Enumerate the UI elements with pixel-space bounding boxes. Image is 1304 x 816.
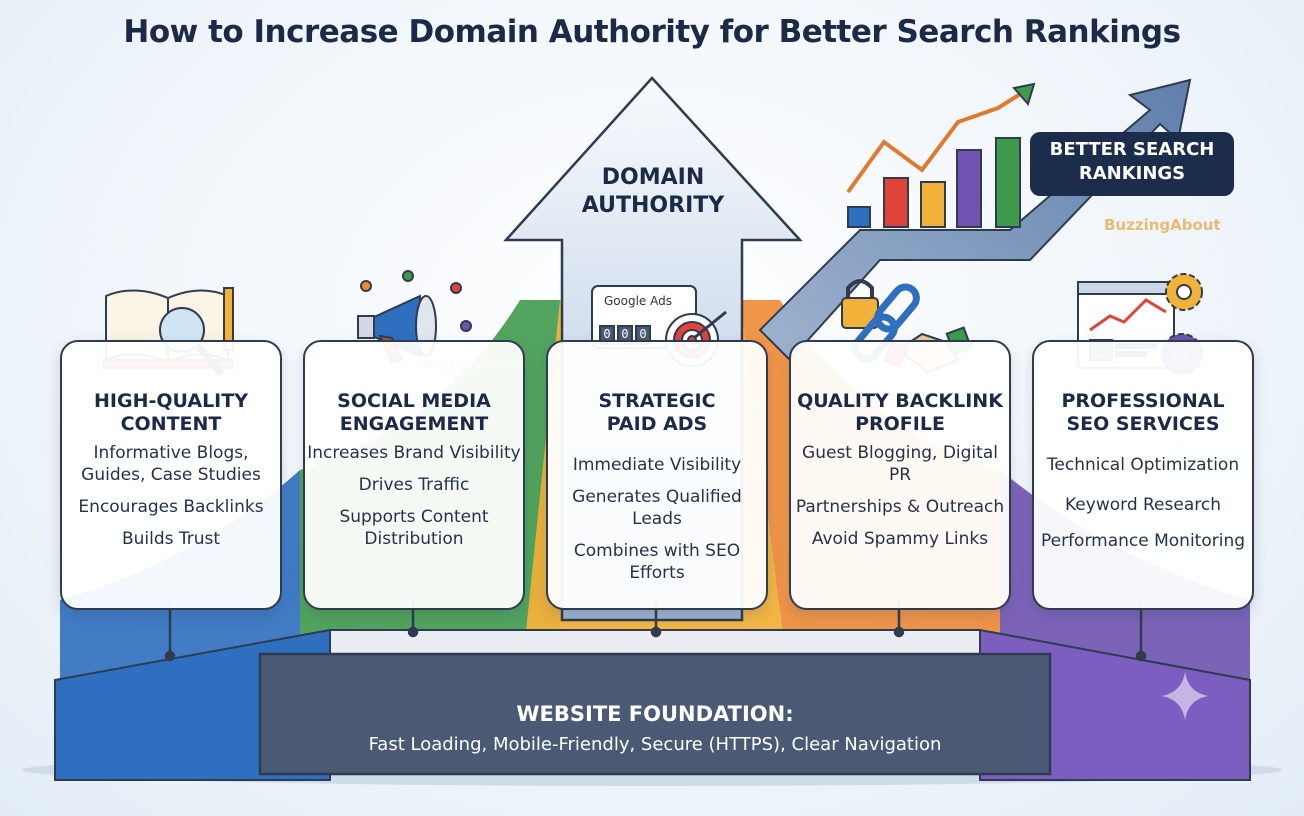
badge-line2: RANKINGS [1078, 163, 1186, 184]
card-item: Partnerships & Outreach [795, 497, 1005, 517]
card-item: Increases Brand Visibility [307, 443, 521, 463]
better-search-rankings-badge: BETTER SEARCH RANKINGS [1030, 132, 1234, 196]
card-title-line1: STRATEGIC [598, 390, 716, 412]
card-item: Guest Blogging, Digital PR [802, 443, 998, 485]
counter-digit: 0 [639, 327, 647, 341]
card-professional-seo-services: PROFESSIONAL SEO SERVICES Technical Opti… [1032, 340, 1254, 610]
card-title-line1: HIGH-QUALITY [94, 390, 248, 412]
card-item: Avoid Spammy Links [811, 529, 989, 549]
counter-digit: 0 [621, 327, 629, 341]
watermark-logo: BuzzingAbout [1104, 216, 1221, 234]
foundation-front [258, 652, 1052, 776]
card-title: HIGH-QUALITY CONTENT [62, 390, 280, 436]
card-title-line2: CONTENT [120, 413, 222, 435]
card-title-line1: PROFESSIONAL [1061, 390, 1225, 412]
foundation-title: WEBSITE FOUNDATION: [516, 702, 794, 726]
card-strategic-paid-ads: STRATEGIC PAID ADS Immediate Visibility … [546, 340, 768, 610]
card-title: STRATEGIC PAID ADS [548, 390, 766, 436]
card-item: Technical Optimization [1046, 455, 1240, 475]
badge-line1: BETTER SEARCH [1049, 139, 1215, 160]
google-ads-label: Google Ads [604, 294, 672, 308]
bar-chart-icon [846, 82, 1036, 228]
card-quality-backlink-profile: QUALITY BACKLINK PROFILE Guest Blogging,… [789, 340, 1011, 610]
card-title-line2: PAID ADS [606, 413, 708, 435]
card-title-line2: SEO SERVICES [1066, 413, 1220, 435]
card-title-line2: PROFILE [855, 413, 945, 435]
card-item: Informative Blogs, Guides, Case Studies [81, 443, 261, 485]
card-title: QUALITY BACKLINK PROFILE [791, 390, 1009, 436]
card-title-line1: SOCIAL MEDIA [337, 390, 491, 412]
trend-path [758, 78, 1192, 362]
card-item: Combines with SEO Efforts [573, 541, 741, 583]
card-item: Performance Monitoring [1040, 531, 1246, 551]
card-item: Builds Trust [121, 529, 221, 549]
sparkle-icon [1162, 672, 1208, 720]
arrow-label-line1: DOMAIN [601, 165, 705, 190]
arrow-label-line2: AUTHORITY [581, 193, 725, 218]
counter-digit: 0 [603, 327, 611, 341]
decor-dot [773, 289, 779, 295]
card-item: Generates Qualified Leads [572, 487, 742, 529]
card-high-quality-content: HIGH-QUALITY CONTENT Informative Blogs, … [60, 340, 282, 610]
connectors [164, 598, 1147, 662]
domain-authority-label: DOMAIN AUTHORITY [548, 164, 758, 220]
card-item: Encourages Backlinks [78, 497, 264, 517]
card-item: Keyword Research [1065, 495, 1221, 515]
card-title: PROFESSIONAL SEO SERVICES [1034, 390, 1252, 436]
foundation-subtitle: Fast Loading, Mobile-Friendly, Secure (H… [368, 734, 942, 755]
card-item: Immediate Visibility [572, 455, 742, 475]
card-social-media-engagement: SOCIAL MEDIA ENGAGEMENT Increases Brand … [303, 340, 525, 610]
card-title-line1: QUALITY BACKLINK [797, 390, 1003, 412]
card-item: Drives Traffic [358, 475, 470, 495]
card-title-line2: ENGAGEMENT [339, 413, 489, 435]
card-item: Supports Content Distribution [339, 507, 489, 549]
page-title: How to Increase Domain Authority for Bet… [123, 14, 1181, 50]
card-title: SOCIAL MEDIA ENGAGEMENT [305, 390, 523, 436]
decor-dot [789, 273, 795, 279]
